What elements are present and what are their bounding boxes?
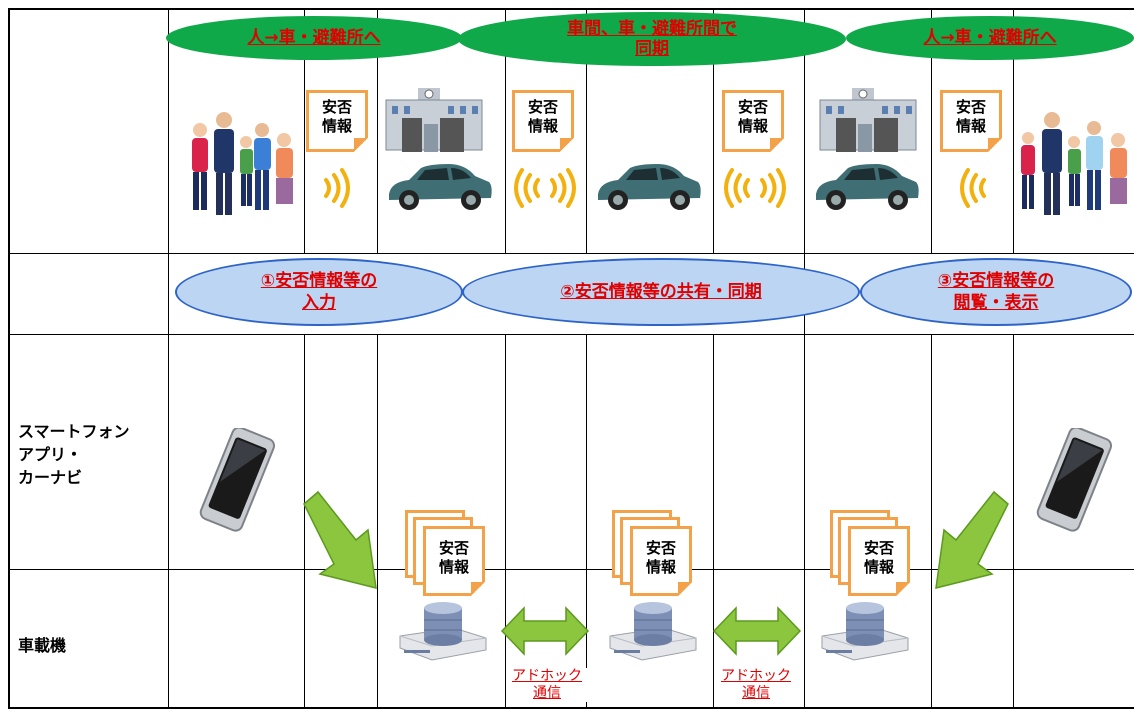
col-divider xyxy=(713,334,714,708)
car-icon xyxy=(389,164,492,210)
server-icon xyxy=(399,602,487,661)
doc-text-line1: 安否 xyxy=(955,98,986,116)
double-arrow-icon xyxy=(712,606,802,656)
row-label-smartphone-line3: カーナビ xyxy=(18,468,83,487)
adhoc-label: アドホック 通信 xyxy=(716,668,796,702)
col-divider xyxy=(505,334,506,708)
doc-text-line2: 情報 xyxy=(863,558,894,576)
step3-line2: 閲覧・表示 xyxy=(953,293,1039,313)
doc-text-line2: 情報 xyxy=(438,558,469,576)
row-divider-3 xyxy=(8,569,1134,570)
document-icon: 安否 情報 xyxy=(848,526,910,596)
doc-text-line1: 安否 xyxy=(438,539,469,557)
row-label-onboard-text: 車載機 xyxy=(18,636,67,655)
document-icon: 安否 情報 xyxy=(306,90,368,152)
step1-line2: 入力 xyxy=(302,293,336,313)
bottom-border xyxy=(8,707,1134,709)
doc-text-line1: 安否 xyxy=(737,98,768,116)
left-border xyxy=(8,8,10,708)
banner-middle-line1: 車間、車・避難所間で xyxy=(567,19,737,39)
banner-right-text: 人→車・避難所へ xyxy=(923,28,1057,48)
document-icon: 安否 情報 xyxy=(722,90,784,152)
server-icon xyxy=(821,602,909,661)
banner-left-text: 人→車・避難所へ xyxy=(247,28,381,48)
banner-person-to-car-left: 人→車・避難所へ xyxy=(166,16,462,60)
row-label-onboard: 車載機 xyxy=(18,634,66,657)
doc-text-line2: 情報 xyxy=(527,117,558,135)
step3-oval: ③安否情報等の 閲覧・表示 xyxy=(860,258,1132,326)
adhoc-line1: アドホック xyxy=(721,668,791,684)
double-arrow-icon xyxy=(500,606,590,656)
col-divider xyxy=(931,334,932,708)
people-icon xyxy=(192,112,293,215)
col-divider xyxy=(377,334,378,708)
row-divider-2 xyxy=(8,334,1134,335)
col-divider xyxy=(713,8,714,254)
doc-text-line1: 安否 xyxy=(863,539,894,557)
document-icon: 安否 情報 xyxy=(940,90,1002,152)
col-divider xyxy=(505,8,506,254)
step3-line1: ③安否情報等の xyxy=(937,271,1055,291)
banner-middle-line2: 同期 xyxy=(635,39,669,59)
doc-text-line2: 情報 xyxy=(955,117,986,135)
document-icon: 安否 情報 xyxy=(630,526,692,596)
row-divider-1 xyxy=(8,253,1134,254)
row-label-smartphone-line2: アプリ・ xyxy=(18,445,83,464)
row-label-smartphone-line1: スマートフォン xyxy=(18,422,130,441)
step2-text: ②安否情報等の共有・同期 xyxy=(560,282,762,302)
doc-text-line1: 安否 xyxy=(645,539,676,557)
col-divider xyxy=(377,8,378,254)
document-stack: 安否 情報 xyxy=(612,510,696,606)
col-divider xyxy=(304,334,305,708)
radio-wave-icon xyxy=(724,168,786,208)
col-divider xyxy=(168,8,169,708)
radio-wave-icon xyxy=(960,168,986,208)
building-icon xyxy=(385,88,483,152)
adhoc-label: アドホック 通信 xyxy=(507,668,587,702)
document-stack: 安否 情報 xyxy=(830,510,914,606)
adhoc-line2: 通信 xyxy=(742,685,770,701)
radio-wave-icon xyxy=(514,168,576,208)
col-divider xyxy=(304,8,305,254)
smartphone-icon xyxy=(199,428,276,532)
banner-sync: 車間、車・避難所間で 同期 xyxy=(458,12,846,66)
step1-oval: ①安否情報等の 入力 xyxy=(175,258,463,326)
banner-person-to-car-right: 人→車・避難所へ xyxy=(846,16,1134,60)
document-stack: 安否 情報 xyxy=(405,510,489,606)
step2-oval: ②安否情報等の共有・同期 xyxy=(462,258,860,326)
top-border xyxy=(8,8,1134,10)
doc-text-line2: 情報 xyxy=(645,558,676,576)
doc-text-line1: 安否 xyxy=(321,98,352,116)
col-divider xyxy=(931,8,932,254)
adhoc-line2: 通信 xyxy=(533,685,561,701)
building-icon xyxy=(819,88,917,152)
doc-text-line2: 情報 xyxy=(321,117,352,135)
arrow-icon xyxy=(303,490,377,589)
col-divider xyxy=(586,334,587,708)
car-icon xyxy=(816,164,919,210)
row-label-smartphone: スマートフォン アプリ・ カーナビ xyxy=(18,420,130,489)
document-icon: 安否 情報 xyxy=(512,90,574,152)
step1-line1: ①安否情報等の xyxy=(260,271,378,291)
radio-wave-icon xyxy=(324,168,350,208)
arrow-icon xyxy=(935,490,1009,589)
doc-text-line1: 安否 xyxy=(527,98,558,116)
smartphone-icon xyxy=(1036,428,1113,532)
doc-text-line2: 情報 xyxy=(737,117,768,135)
server-icon xyxy=(609,602,697,661)
col-divider xyxy=(804,8,805,708)
col-divider xyxy=(1013,8,1014,254)
col-divider xyxy=(586,8,587,254)
car-icon xyxy=(598,164,701,210)
adhoc-line1: アドホック xyxy=(512,668,582,684)
document-icon: 安否 情報 xyxy=(423,526,485,596)
col-divider xyxy=(1013,334,1014,708)
people-icon xyxy=(1021,112,1127,215)
